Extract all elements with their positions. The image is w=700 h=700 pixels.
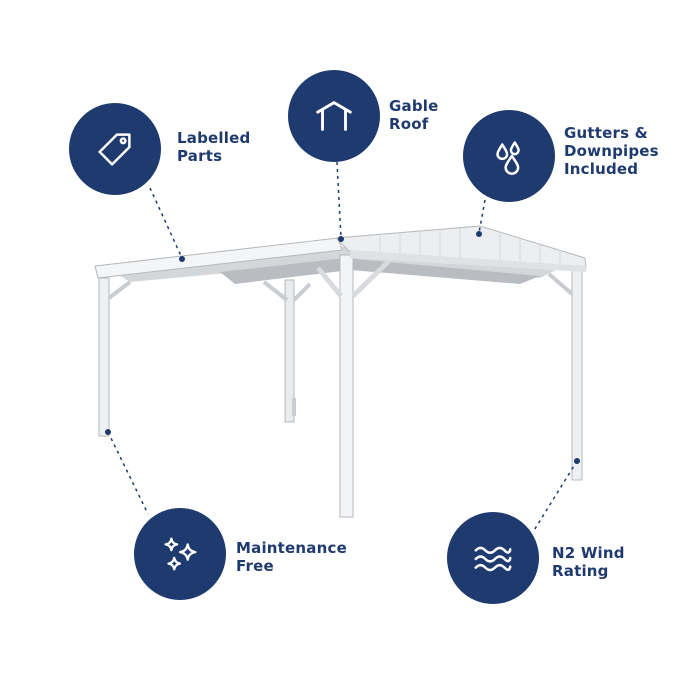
carport-structure <box>94 225 587 518</box>
brace-2 <box>262 280 289 302</box>
brace-1 <box>107 280 132 300</box>
labelled-parts-label: Labelled Parts <box>177 129 251 165</box>
gutters-badge <box>463 110 555 202</box>
gable-fascia <box>350 250 586 272</box>
brace-3 <box>292 282 312 302</box>
callout-dot-gutters <box>476 231 482 237</box>
water-drops-icon <box>496 141 520 175</box>
brace-5 <box>351 256 394 298</box>
sparkles-icon <box>164 537 197 571</box>
post-front-right <box>571 267 583 481</box>
wind-waves-icon <box>474 546 512 572</box>
gable-end <box>334 225 587 269</box>
post-front-left <box>98 277 110 437</box>
callout-line-wind-rating <box>532 460 578 533</box>
callout-dot-labelled-parts <box>179 256 185 262</box>
callout-dot-gable-roof <box>338 236 344 242</box>
post-back-left <box>284 279 295 423</box>
callout-dots <box>105 231 580 464</box>
post-front-middle <box>339 254 354 518</box>
tag-icon <box>98 133 131 166</box>
callout-line-gutters <box>478 199 486 234</box>
callout-line-gable-roof <box>336 161 342 239</box>
maintenance-free-label: Maintenance Free <box>236 539 347 575</box>
wind-rating-badge <box>447 512 539 604</box>
callout-line-maintenance-free <box>107 431 149 515</box>
brace-4 <box>316 266 343 298</box>
gable-roof-icon <box>316 101 352 131</box>
wind-rating-label: N2 Wind Rating <box>552 544 625 580</box>
gable-roof-label: Gable Roof <box>389 97 439 133</box>
callout-dot-wind-rating <box>574 458 580 464</box>
maintenance-free-badge <box>134 508 226 600</box>
gable-roof-badge <box>288 70 380 162</box>
post-back-left-base <box>292 398 296 416</box>
labelled-parts-badge <box>69 103 161 195</box>
brace-6 <box>547 272 574 296</box>
callout-lines <box>107 161 578 533</box>
gutters-label: Gutters & Downpipes Included <box>564 124 659 178</box>
roof-fascia-left <box>94 237 343 279</box>
callout-dot-maintenance-free <box>105 429 111 435</box>
gable-ribs <box>379 228 561 266</box>
callout-line-labelled-parts <box>149 187 183 259</box>
